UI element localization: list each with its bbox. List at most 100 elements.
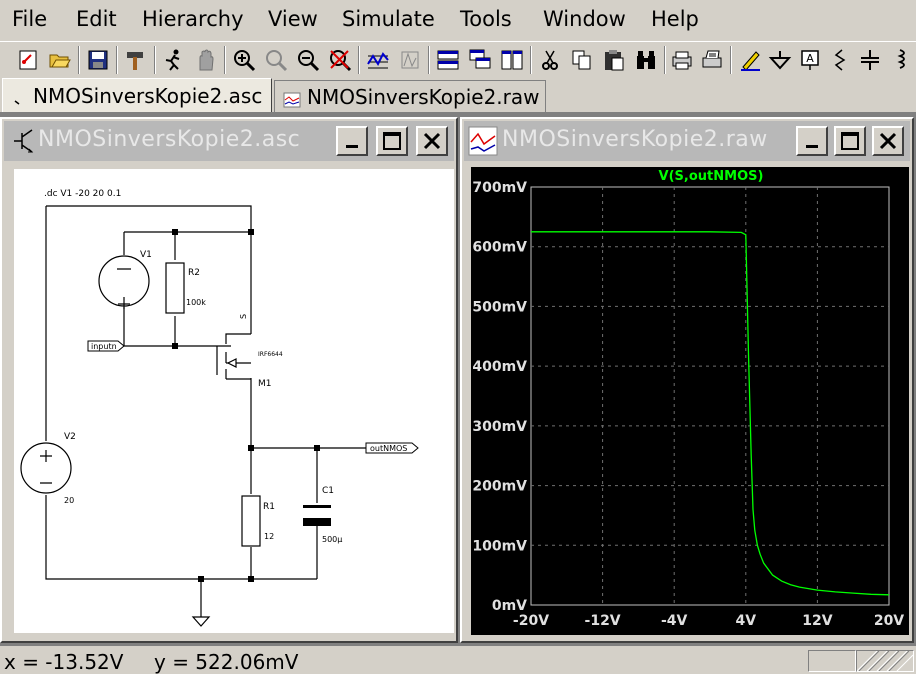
ground-symbol xyxy=(191,616,211,627)
menu-simulate[interactable]: Simulate xyxy=(342,7,435,31)
zoom-out-icon[interactable] xyxy=(294,45,322,75)
maximize-icon xyxy=(841,132,859,150)
mosfet-m1 xyxy=(216,333,251,380)
run-simulation-icon[interactable] xyxy=(160,45,188,75)
minimize-icon xyxy=(806,145,818,148)
menu-view[interactable]: View xyxy=(268,7,318,31)
paste-icon[interactable] xyxy=(600,45,628,75)
plot-icon xyxy=(468,125,498,161)
schematic-icon xyxy=(11,88,27,105)
close-icon xyxy=(879,132,897,150)
c1-name: C1 xyxy=(322,486,334,496)
menu-window[interactable]: Window xyxy=(543,7,626,31)
waveform-window-titlebar[interactable]: NMOSinversKopie2.raw xyxy=(464,121,910,161)
cut-icon[interactable] xyxy=(536,45,564,75)
net-label-inputn: inputn xyxy=(91,342,117,351)
x-tick-label: -4V xyxy=(661,613,688,629)
find-binoculars-icon[interactable] xyxy=(632,45,660,75)
resistor-r1 xyxy=(241,495,261,547)
y-tick-label: 200mV xyxy=(472,479,527,495)
transistor-icon xyxy=(10,127,36,159)
menu-tools[interactable]: Tools xyxy=(460,7,512,31)
resistor-r2 xyxy=(165,262,185,314)
document-tab-bar: NMOSinversKopie2.asc NMOSinversKopie2.ra… xyxy=(0,78,916,112)
net-label-outnmos-shape xyxy=(365,442,419,454)
schematic-wires xyxy=(45,205,366,617)
junction-dots xyxy=(172,229,320,582)
save-icon[interactable] xyxy=(84,45,112,75)
tile-vertical-icon[interactable] xyxy=(498,45,526,75)
control-panel-hammer-icon[interactable] xyxy=(122,45,150,75)
halt-hand-icon[interactable] xyxy=(192,45,220,75)
menu-bar: File Edit Hierarchy View Simulate Tools … xyxy=(0,0,916,40)
spice-directive: .dc V1 -20 20 0.1 xyxy=(44,189,121,199)
tab-waveform[interactable]: NMOSinversKopie2.raw xyxy=(274,80,546,112)
tile-horizontal-icon[interactable] xyxy=(434,45,462,75)
y-tick-label: 400mV xyxy=(472,359,527,375)
cursor-x-readout: x = -13.52V xyxy=(4,650,124,674)
capacitor-icon[interactable] xyxy=(856,45,884,75)
close-button[interactable] xyxy=(872,126,904,156)
schematic-window-titlebar[interactable]: NMOSinversKopie2.asc xyxy=(4,121,454,161)
autorange-icon[interactable] xyxy=(364,45,392,75)
copy-icon[interactable] xyxy=(568,45,596,75)
waveform-icon xyxy=(283,89,301,107)
maximize-button[interactable] xyxy=(376,126,408,156)
ground-symbol-icon[interactable] xyxy=(766,45,794,75)
label-net-icon[interactable]: A xyxy=(796,45,824,75)
menu-hierarchy[interactable]: Hierarchy xyxy=(142,7,244,31)
maximize-button[interactable] xyxy=(834,126,866,156)
y-tick-label: 700mV xyxy=(472,180,527,196)
print-icon[interactable] xyxy=(698,45,726,75)
draw-wire-pencil-icon[interactable] xyxy=(736,45,764,75)
cursor-y-readout: y = 522.06mV xyxy=(154,650,299,674)
x-tick-label: 4V xyxy=(736,613,757,629)
svg-text:A: A xyxy=(806,52,814,65)
tab-waveform-label: NMOSinversKopie2.raw xyxy=(307,84,540,109)
series-line xyxy=(531,231,890,596)
tab-schematic[interactable]: NMOSinversKopie2.asc xyxy=(2,78,272,112)
size-grip-icon xyxy=(856,650,914,672)
menu-edit[interactable]: Edit xyxy=(76,7,117,31)
new-schematic-icon[interactable] xyxy=(14,45,42,75)
r1-name: R1 xyxy=(263,502,275,512)
schematic-window: NMOSinversKopie2.asc xyxy=(0,117,458,643)
zoom-in-icon[interactable] xyxy=(230,45,258,75)
maximize-icon xyxy=(383,132,401,150)
status-bar: x = -13.52V y = 522.06mV xyxy=(0,646,916,674)
zoom-pan-icon[interactable] xyxy=(262,45,290,75)
resistor-icon[interactable] xyxy=(826,45,854,75)
tab-schematic-label: NMOSinversKopie2.asc xyxy=(33,83,263,108)
r2-value: 100k xyxy=(186,298,206,307)
net-label-outnmos: outNMOS xyxy=(370,444,407,453)
close-button[interactable] xyxy=(416,126,448,156)
x-tick-label: 12V xyxy=(802,613,832,629)
capacitor-c1-plate-top xyxy=(303,505,331,508)
menu-file[interactable]: File xyxy=(12,7,48,31)
toolbar: A xyxy=(0,41,916,77)
mos-name: M1 xyxy=(258,379,272,389)
minimize-button[interactable] xyxy=(336,126,368,156)
y-tick-label: 600mV xyxy=(472,240,527,256)
inductor-icon[interactable] xyxy=(886,45,914,75)
r1-value: 12 xyxy=(264,532,274,541)
schematic-canvas[interactable]: V1 R2 100k S IRF6644 M1 inputn xyxy=(14,169,454,633)
minimize-button[interactable] xyxy=(796,126,828,156)
cascade-icon[interactable] xyxy=(466,45,494,75)
chart-title: V(S,outNMOS) xyxy=(659,169,764,184)
mos-model: IRF6644 xyxy=(258,351,283,358)
fft-icon[interactable] xyxy=(396,45,424,75)
menu-help[interactable]: Help xyxy=(651,7,699,31)
status-panel xyxy=(808,650,856,672)
schematic-window-title: NMOSinversKopie2.asc xyxy=(38,127,301,152)
y-tick-label: 500mV xyxy=(472,299,527,315)
v2-value: 20 xyxy=(64,496,74,505)
close-icon xyxy=(423,132,441,150)
open-folder-icon[interactable] xyxy=(46,45,74,75)
zoom-fit-icon[interactable] xyxy=(326,45,354,75)
print-preview-icon[interactable] xyxy=(668,45,696,75)
plot-frame xyxy=(530,186,890,606)
